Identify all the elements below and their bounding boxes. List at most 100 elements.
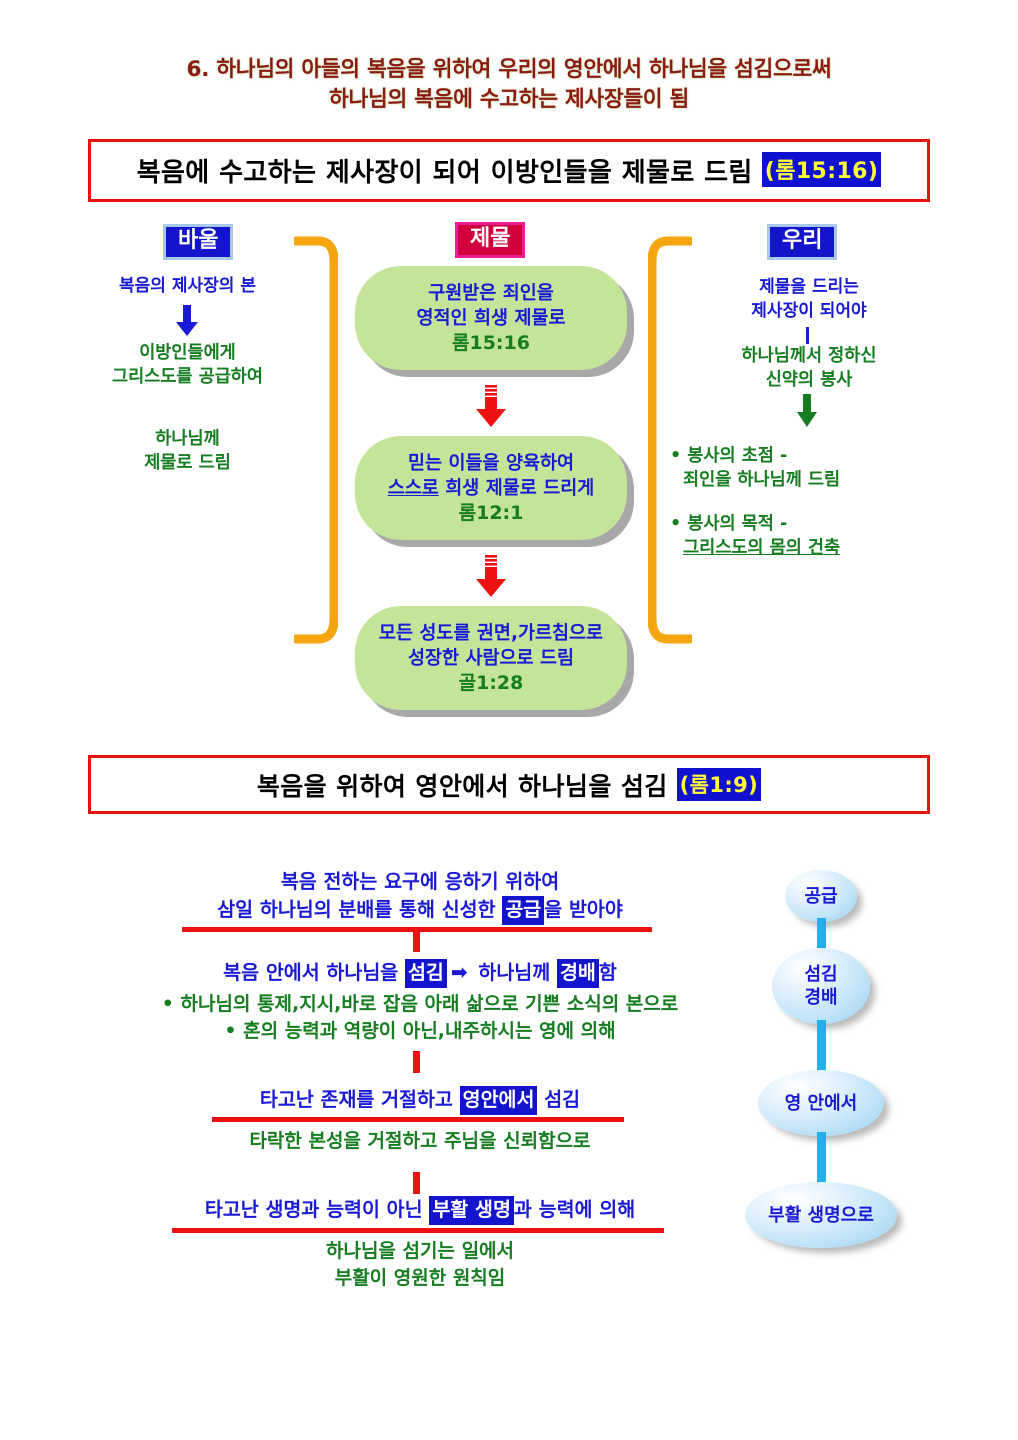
oval-link-1 xyxy=(817,918,826,952)
red-underline-4 xyxy=(172,1228,664,1233)
we-line-1b: 제사장이 되어야 xyxy=(751,301,867,321)
lower-block-2-bullets: • 하나님의 통제,지시,바로 잡음 아래 삶으로 기쁜 소식의 본으로 • 혼… xyxy=(0,991,840,1045)
offering-box-1-line-1: 구원받은 죄인을 xyxy=(428,282,554,304)
red-underline-1 xyxy=(182,927,652,932)
offering-box-1-reference: 롬15:16 xyxy=(452,331,530,354)
column-header-we: 우리 xyxy=(767,224,838,260)
we-line-2: 하나님께서 정하신 신약의 봉사 xyxy=(690,344,928,392)
oval-in-spirit: 영 안에서 xyxy=(758,1070,884,1136)
offering-box-3: 모든 성도를 권면,가르침으로 성장한 사람으로 드림 골1:28 xyxy=(355,606,627,710)
offering-box-1-line-2: 영적인 희생 제물로 xyxy=(416,307,566,329)
we-bullet-2-detail: 그리스도의 몸의 건축 xyxy=(683,538,841,558)
lower-block-2-bullet-2: • 혼의 능력과 역량이 아닌,내주하시는 영에 의해 xyxy=(224,1020,616,1042)
we-bullet-2: • 봉사의 목적 - 그리스도의 몸의 건축 xyxy=(670,512,930,560)
we-bullet-1-detail: 죄인을 하나님께 드림 xyxy=(683,470,841,490)
arrow-down-icon-paul xyxy=(176,305,198,336)
arrow-down-icon-center-1 xyxy=(476,385,506,427)
lower-block-3-line-1b: 섬김 xyxy=(537,1088,581,1111)
we-bullet-1: • 봉사의 초점 - 죄인을 하나님께 드림 xyxy=(670,444,930,492)
lower-block-2-highlight-1: 섬김 xyxy=(404,959,447,988)
oval-link-2 xyxy=(817,1020,826,1074)
offering-box-3-line-1: 모든 성도를 권면,가르침으로 xyxy=(378,622,604,644)
banner-priest-of-gospel: 복음에 수고하는 제사장이 되어 이방인들을 제물로 드림 (롬15:16) xyxy=(88,139,930,202)
oval-resurrection-life-label: 부활 생명으로 xyxy=(768,1204,874,1226)
oval-resurrection-life: 부활 생명으로 xyxy=(745,1182,897,1248)
red-connector-3 xyxy=(413,1172,420,1194)
lower-block-4-highlight: 부활 생명 xyxy=(429,1196,514,1225)
banner-2-label: 복음을 위하여 영안에서 하나님을 섬김 xyxy=(256,771,668,801)
paul-line-3: 하나님께 제물로 드림 xyxy=(80,427,295,475)
lower-block-2-bullet-1: • 하나님의 통제,지시,바로 잡음 아래 삶으로 기쁜 소식의 본으로 xyxy=(161,993,679,1015)
offering-box-2-reference: 롬12:1 xyxy=(458,501,524,524)
lower-block-1-line-1: 복음 전하는 요구에 응하기 위하여 xyxy=(280,870,560,893)
banner-2-scripture-reference: (롬1:9) xyxy=(676,767,762,801)
offering-box-3-line-2: 성장한 사람으로 드림 xyxy=(407,647,575,669)
oval-supply: 공급 xyxy=(785,870,857,922)
oval-service-worship: 섬김 경배 xyxy=(772,948,870,1024)
banner-1-text-wrap: 복음에 수고하는 제사장이 되어 이방인들을 제물로 드림 (롬15:16) xyxy=(137,152,882,189)
we-line-1: 제물을 드리는 제사장이 되어야 xyxy=(698,275,920,323)
lower-block-3-line-1a: 타고난 존재를 거절하고 xyxy=(259,1088,460,1111)
lower-block-3-headline: 타고난 존재를 거절하고 영안에서 섬김 xyxy=(0,1086,840,1115)
lower-block-4-subline: 하나님을 섬기는 일에서 부활이 영원한 원칙임 xyxy=(0,1238,840,1292)
arrow-right-icon: ➡ xyxy=(450,960,468,984)
paul-line-3a: 하나님께 xyxy=(155,429,220,449)
page-title-line-2: 하나님의 복음에 수고하는 제사장들이 됨 xyxy=(329,87,689,112)
paul-line-1: 복음의 제사장의 본 xyxy=(119,276,256,296)
lower-block-2-highlight-2: 경배 xyxy=(556,959,599,988)
banner-1-scripture-reference: (롬15:16) xyxy=(761,152,882,187)
arrow-down-icon-we xyxy=(797,394,817,427)
lower-block-2-line-1c: 함 xyxy=(598,961,617,984)
lower-block-1: 복음 전하는 요구에 응하기 위하여 삼일 하나님의 분배를 통해 신성한 공급… xyxy=(0,868,840,925)
offering-box-2-line-1: 믿는 이들을 양육하여 xyxy=(407,452,575,474)
column-header-paul: 바울 xyxy=(163,224,234,260)
offering-box-3-reference: 골1:28 xyxy=(458,671,524,694)
page-title-line-1: 6. 하나님의 아들의 복음을 위하여 우리의 영안에서 하나님을 섬김으로써 xyxy=(186,57,832,82)
oval-link-3 xyxy=(817,1132,826,1186)
oval-in-spirit-label: 영 안에서 xyxy=(784,1092,858,1114)
lower-block-4-subline-1: 하나님을 섬기는 일에서 xyxy=(325,1240,515,1262)
we-vertical-connector xyxy=(806,327,809,344)
lower-block-3-highlight: 영안에서 xyxy=(459,1086,538,1115)
offering-box-2: 믿는 이들을 양육하여 스스로 희생 제물로 드리게 롬12:1 xyxy=(355,436,627,540)
lower-block-1-line-2a: 삼일 하나님의 분배를 통해 신성한 xyxy=(217,898,503,921)
oval-supply-label: 공급 xyxy=(804,885,838,907)
bracket-left-icon xyxy=(294,236,338,644)
we-bullet-1-title: • 봉사의 초점 - xyxy=(670,446,788,466)
we-line-2b: 신약의 봉사 xyxy=(765,370,853,390)
offering-box-2-line-2-rest: 희생 제물로 드리게 xyxy=(438,477,595,499)
oval-worship-label: 경배 xyxy=(804,987,838,1008)
paul-line-3b: 제물로 드림 xyxy=(144,453,231,473)
lower-block-2-line-1b: 하나님께 xyxy=(471,961,557,984)
banner-1-label: 복음에 수고하는 제사장이 되어 이방인들을 제물로 드림 xyxy=(136,158,753,188)
offering-box-1: 구원받은 죄인을 영적인 희생 제물로 롬15:16 xyxy=(355,266,627,370)
offering-box-2-line-2: 스스로 희생 제물로 드리게 xyxy=(388,476,595,501)
bracket-right-icon xyxy=(648,236,692,644)
paul-line-2b: 그리스도를 공급하여 xyxy=(112,367,263,387)
lower-block-1-highlight: 공급 xyxy=(502,896,545,925)
oval-service-worship-label: 섬김 경배 xyxy=(804,963,837,1009)
paul-line-2: 이방인들에게 그리스도를 공급하여 xyxy=(80,341,295,389)
we-line-1a: 제물을 드리는 xyxy=(759,277,859,297)
red-connector-2 xyxy=(413,1051,420,1073)
we-line-2a: 하나님께서 정하신 xyxy=(741,346,877,366)
oval-service-label: 섬김 xyxy=(804,964,838,985)
paul-line-2a: 이방인들에게 xyxy=(139,343,236,363)
lower-block-4-line-1a: 타고난 생명과 능력이 아닌 xyxy=(204,1198,430,1221)
lower-block-2-line-1a: 복음 안에서 하나님을 xyxy=(223,961,405,984)
lower-block-1-line-2b: 을 받아야 xyxy=(544,898,623,921)
column-header-offering: 제물 xyxy=(455,222,526,258)
we-bullet-2-title: • 봉사의 목적 - xyxy=(670,514,788,534)
red-underline-3 xyxy=(212,1117,624,1122)
offering-box-2-line-2-underlined: 스스로 xyxy=(387,477,439,499)
banner-2-text-wrap: 복음을 위하여 영안에서 하나님을 섬김 (롬1:9) xyxy=(256,767,762,803)
red-connector-1 xyxy=(413,930,420,952)
lower-block-4-line-1b: 과 능력에 의해 xyxy=(513,1198,636,1221)
lower-block-3-subline: 타락한 본성을 거절하고 주님을 신뢰함으로 xyxy=(249,1130,591,1152)
arrow-down-icon-center-2 xyxy=(476,555,506,597)
we-bullet-list: • 봉사의 초점 - 죄인을 하나님께 드림 • 봉사의 목적 - 그리스도의 … xyxy=(670,444,930,560)
lower-block-4-subline-2: 부활이 영원한 원칙임 xyxy=(334,1267,506,1289)
